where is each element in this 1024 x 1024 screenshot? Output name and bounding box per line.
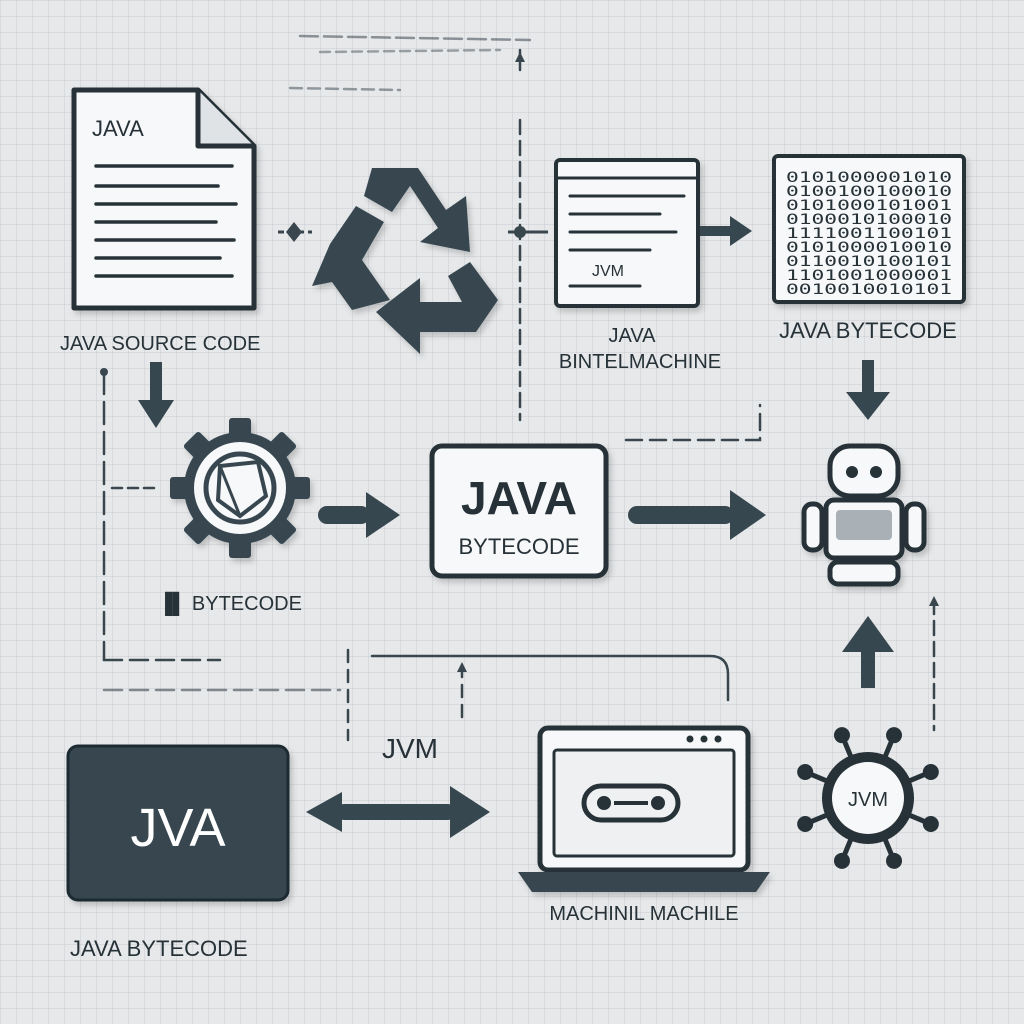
hub-node — [797, 816, 814, 833]
bytecode-row: 0101000010010 — [786, 240, 952, 256]
java-source-file — [71, 87, 257, 311]
bytecode-row: 1101001000001 — [786, 268, 952, 284]
jvm-document-caption-line2: BINTELMACHINE — [559, 351, 721, 373]
bytecode-row: 1111001100101 — [786, 226, 952, 242]
machine-caption: MACHINIL MACHILE — [549, 903, 738, 925]
center-box-subtitle: BYTECODE — [458, 534, 579, 559]
gear-icon — [170, 418, 310, 558]
bytecode-row: 0101000001010 — [786, 170, 952, 186]
machine-laptop-icon — [518, 725, 770, 892]
java-source-file-tag: JAVA — [92, 116, 144, 141]
bottom-bytecode-caption: JAVA BYTECODE — [70, 936, 248, 961]
connector-lines — [102, 34, 936, 742]
junction-connector-icon — [508, 226, 548, 238]
jva-tile-text: JVA — [130, 798, 225, 858]
robot-chest-panel — [836, 510, 892, 540]
hub-node — [886, 852, 903, 869]
bytecode-row: 0100010100010 — [786, 212, 952, 228]
hub-node — [886, 727, 903, 744]
laptop-window-dots — [686, 735, 722, 743]
hub-node — [797, 763, 814, 780]
compiler-bytecode-caption: ▐▌ BYTECODE — [158, 591, 302, 617]
bytecode-grid-rows: 0101000001010010010010001001010001010010… — [786, 170, 952, 298]
bytecode-row: 0101000101001 — [786, 198, 952, 214]
bytecode-row: 0110010100101 — [786, 254, 952, 270]
jva-tile — [66, 744, 290, 902]
hub-node — [922, 816, 939, 833]
cassette-icon — [581, 783, 681, 823]
bytecode-row: 0010010010101 — [786, 282, 952, 298]
recycle-icon — [312, 168, 498, 354]
robot-eye-right — [870, 466, 882, 478]
jvm-document-line-text: JVM — [592, 263, 624, 280]
bytecode-grid-panel — [772, 154, 966, 304]
jvm-document-caption-line1: JAVA — [608, 325, 656, 347]
hub-node — [833, 852, 850, 869]
double-arrow-to-machine — [306, 786, 490, 838]
bytecode-row: 0100100100010 — [786, 184, 952, 200]
java-source-code-caption: JAVA SOURCE CODE — [60, 333, 260, 355]
center-box-title: JAVA — [461, 472, 577, 524]
down-arrow-source — [138, 362, 174, 428]
diamond-connector-icon — [278, 222, 312, 242]
source-code-lines — [94, 164, 238, 278]
hub-node — [833, 727, 850, 744]
arrow-to-robot — [628, 490, 766, 540]
robot-eye-left — [846, 466, 858, 478]
arrow-to-bytecode-grid — [700, 216, 752, 246]
up-arrow-robot — [842, 616, 894, 688]
jvm-hub-text: JVM — [848, 789, 888, 811]
down-arrow-bytecode — [846, 360, 890, 420]
hub-node — [922, 763, 939, 780]
bytecode-grid-caption: JAVA BYTECODE — [779, 318, 957, 343]
jvm-document-rows — [568, 194, 686, 288]
arrow-to-center-box — [318, 492, 400, 538]
center-bytecode-box — [429, 443, 609, 579]
jvm-floating-label: JVM — [382, 733, 438, 764]
jvm-hub-icon — [797, 727, 939, 869]
